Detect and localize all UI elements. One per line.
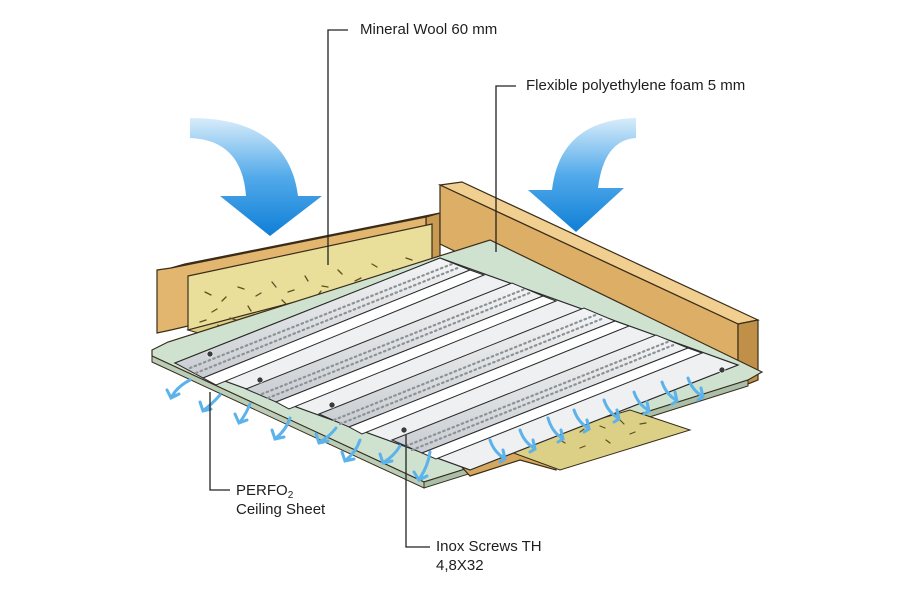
inflow-arrow-icon-left xyxy=(190,118,322,236)
leader-line-perfo xyxy=(209,392,230,491)
inflow-arrow-icon-right xyxy=(528,118,636,232)
outflow-arrow-icon xyxy=(686,376,705,402)
outflow-arrow-icon xyxy=(165,378,192,401)
label-polyethylene-foam: Flexible polyethylene foam 5 mm xyxy=(526,77,746,94)
outflow-arrow-icon xyxy=(632,390,651,416)
label-screws-line2: 4,8X32 xyxy=(436,557,484,574)
label-inox-screws: Inox Screws TH 4,8X32 xyxy=(436,537,542,575)
outflow-arrow-icon xyxy=(546,416,565,444)
leader-line-foam xyxy=(495,85,516,252)
outflow-arrow-icon xyxy=(314,426,338,445)
outflow-arrow-icon xyxy=(518,428,537,454)
outflow-arrow-icon xyxy=(378,444,402,465)
outflow-arrow-icon xyxy=(270,416,292,441)
label-perfo-line2: Ceiling Sheet xyxy=(236,501,326,518)
outflow-arrow-icon xyxy=(488,438,507,464)
label-perfo-subscript: 2 xyxy=(287,490,294,501)
outflow-arrow-icon xyxy=(412,450,432,482)
outflow-arrow-icon xyxy=(660,380,679,406)
leader-lines xyxy=(209,29,516,548)
outflow-arrow-icon xyxy=(198,393,222,413)
label-mineral-wool: Mineral Wool 60 mm xyxy=(360,21,498,38)
leader-line-screws xyxy=(405,435,430,548)
outflow-arrow-icon xyxy=(340,438,362,463)
label-screws-line1: Inox Screws TH xyxy=(436,538,542,555)
outflow-arrow-icon xyxy=(572,408,591,434)
label-perfo-ceiling-sheet: PERFO2 Ceiling Sheet xyxy=(236,481,325,519)
outflow-arrow-icon xyxy=(233,402,252,425)
outflow-arrow-icon xyxy=(602,398,621,424)
outflow-arrows xyxy=(165,376,705,482)
leader-line-wool xyxy=(327,29,348,265)
perforated-ceiling-sheet xyxy=(173,257,740,471)
label-perfo-name: PERFO xyxy=(236,482,288,499)
